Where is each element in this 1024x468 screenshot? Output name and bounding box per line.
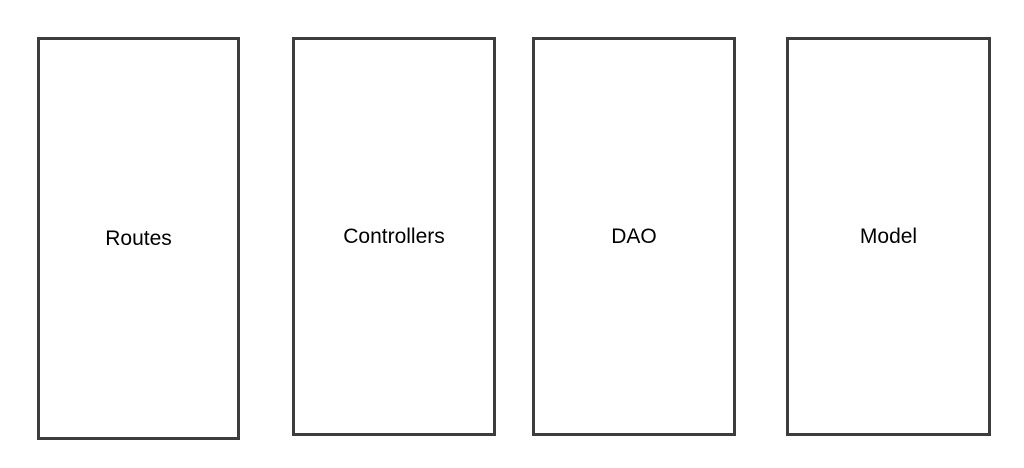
dao-label: DAO	[611, 224, 657, 248]
routes-label: Routes	[105, 226, 172, 250]
model-box: Model	[786, 37, 991, 436]
controllers-label: Controllers	[343, 224, 445, 248]
routes-box: Routes	[37, 37, 240, 440]
dao-box: DAO	[532, 37, 736, 436]
model-label: Model	[859, 224, 918, 248]
controllers-box: Controllers	[292, 37, 496, 436]
